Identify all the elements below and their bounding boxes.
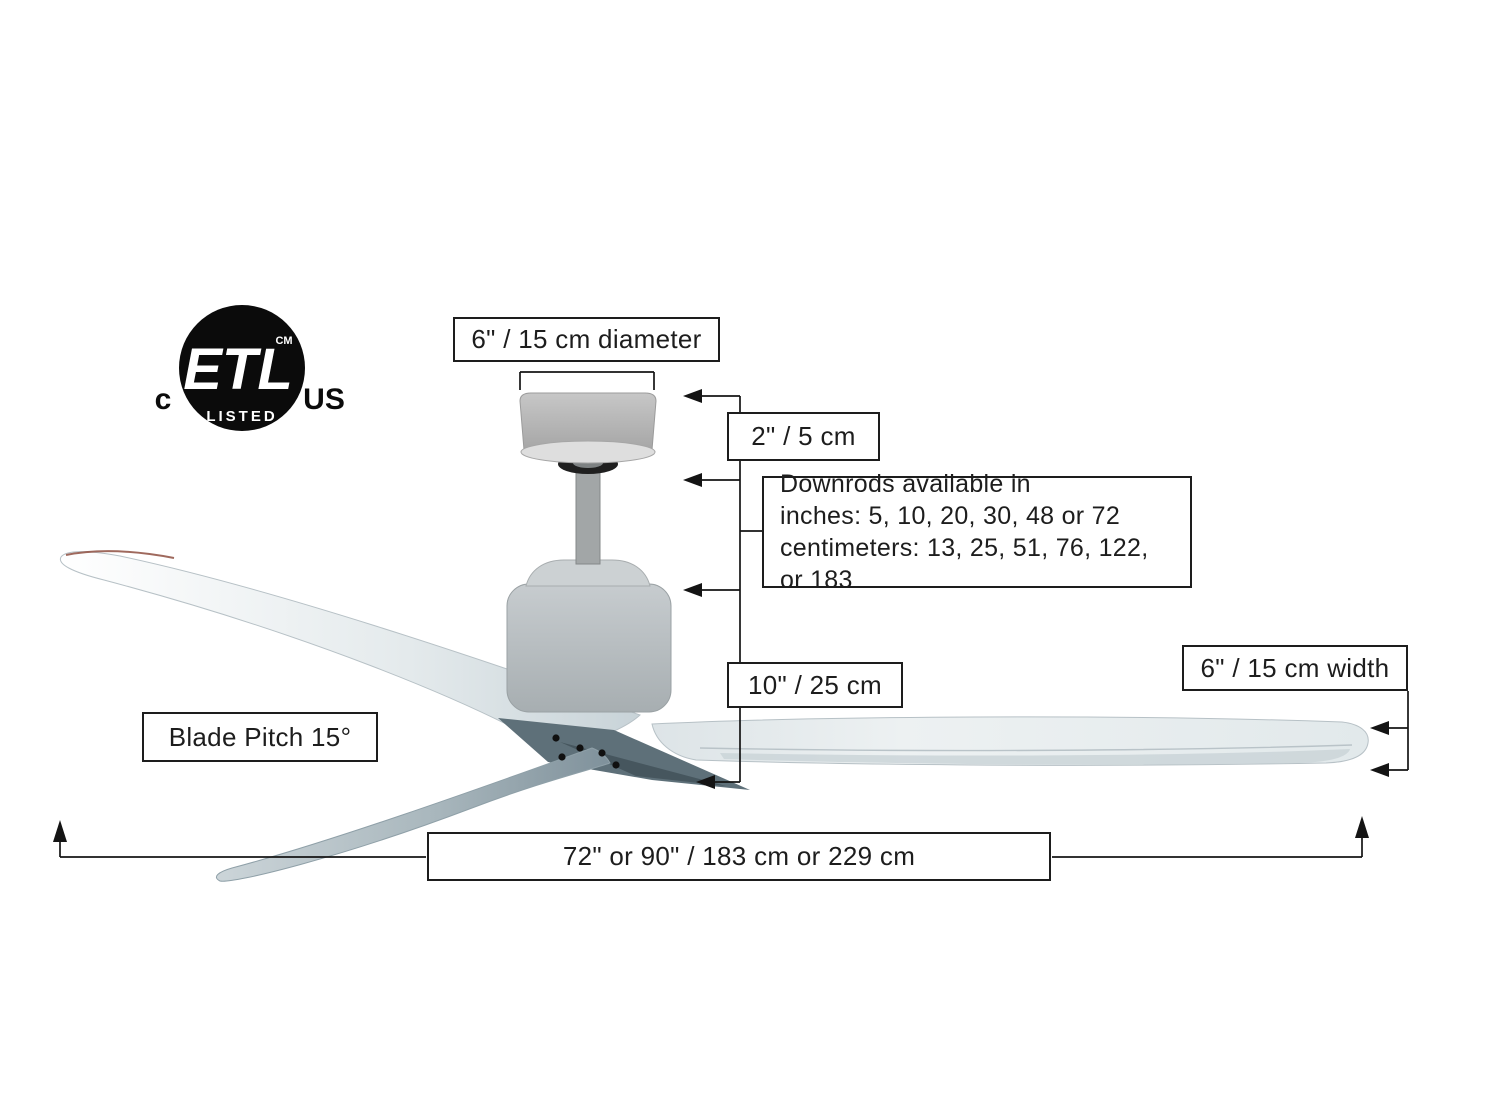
etl-logo-text: ETL [183, 337, 293, 402]
downrods-line3: centimeters: 13, 25, 51, 76, 122, or 183 [780, 534, 1149, 594]
arrow-width-bottom [1370, 763, 1389, 777]
arrow-canopy-bottom [683, 473, 702, 487]
canopy-rim [520, 440, 656, 464]
canopy-diameter-label: 6" / 15 cm diameter [453, 317, 720, 362]
arrow-hub-bottom [696, 775, 715, 789]
etl-logo-us-text: US [303, 383, 345, 416]
canopy-height-text: 2" / 5 cm [751, 421, 856, 451]
blade-pitch-label: Blade Pitch 15° [142, 712, 378, 762]
downrods-line2: inches: 5, 10, 20, 30, 48 or 72 [780, 502, 1121, 530]
etl-logo-c-text: c [155, 383, 172, 416]
etl-logo-cm-text: CM [275, 335, 292, 347]
arrow-width-top [1370, 721, 1389, 735]
arrow-span-left [53, 820, 67, 842]
etl-logo-circle [179, 305, 305, 431]
downrods-line1: Downrods available in [780, 470, 1031, 498]
downrods-label: Downrods available in inches: 5, 10, 20,… [762, 470, 1192, 594]
blade-width-text: 6" / 15 cm width [1200, 652, 1390, 683]
blade-right-fold-line [699, 744, 1353, 752]
blade-lower-left [216, 747, 611, 882]
canopy [519, 392, 657, 451]
fan-span-text: 72" or 90" / 183 cm or 229 cm [562, 841, 916, 871]
hub-screws [552, 734, 620, 769]
motor-housing [506, 583, 672, 713]
etl-logo-listed-text: LISTED [206, 408, 277, 425]
canopy-height-label: 2" / 5 cm [727, 412, 880, 461]
blade-right-edge-shade [720, 749, 1350, 765]
blade-upper-left-tip-accent [65, 550, 175, 559]
motor-height-text: 10" / 25 cm [748, 669, 882, 700]
blade-width-label: 6" / 15 cm width [1182, 645, 1408, 691]
fan-span-label: 72" or 90" / 183 cm or 229 cm [427, 832, 1051, 881]
canopy-diameter-text: 6" / 15 cm diameter [471, 324, 702, 354]
arrow-motor-top [683, 583, 702, 597]
etl-listed-logo: ETL CM LISTED c US [155, 305, 345, 431]
dimension-arrowheads [53, 389, 1389, 842]
downrod-coupler [525, 559, 651, 587]
blade-right [651, 716, 1369, 766]
motor-height-label: 10" / 25 cm [727, 662, 903, 708]
arrow-canopy-top [683, 389, 702, 403]
blade-pitch-text: Blade Pitch 15° [168, 721, 352, 752]
downrod [575, 467, 601, 565]
arrow-span-right [1355, 816, 1369, 838]
